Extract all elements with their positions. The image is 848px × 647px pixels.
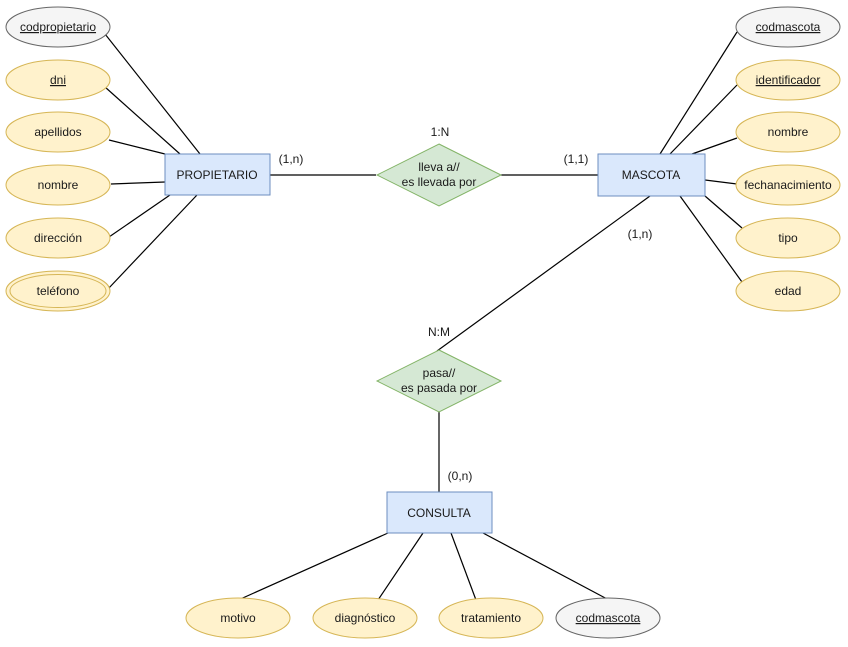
entity-mascota: MASCOTA [597,153,706,197]
attr-telefono-multivalued: teléfono [5,270,111,312]
svg-text:tipo: tipo [778,231,798,245]
svg-text:edad: edad [775,284,802,298]
ratio-pasa: N:M [428,325,450,339]
svg-text:PROPIETARIO: PROPIETARIO [176,168,257,182]
attr-tratamiento: tratamiento [438,597,544,639]
svg-text:codmascota: codmascota [576,611,641,625]
svg-text:lleva a//: lleva a// [418,160,460,174]
attr-direccion: dirección [5,217,111,259]
ratio-lleva: 1:N [431,125,450,139]
attr-codmascota-consulta: codmascota [555,597,661,639]
attr-codpropietario: codpropietario [5,6,111,48]
svg-text:dni: dni [50,73,66,87]
cardinality-mascota-pasa: (1,n) [628,227,653,241]
attr-tipo: tipo [735,217,841,259]
svg-text:dirección: dirección [34,231,82,245]
relationship-pasa: pasa// es pasada por [375,349,503,413]
svg-text:codmascota: codmascota [756,20,821,34]
attr-nombre-mascota: nombre [735,111,841,153]
svg-text:identificador: identificador [756,73,821,87]
svg-text:diagnóstico: diagnóstico [335,611,396,625]
svg-text:nombre: nombre [38,178,79,192]
attr-motivo: motivo [185,597,291,639]
cardinality-consulta: (0,n) [448,469,473,483]
attr-apellidos: apellidos [5,111,111,153]
svg-text:MASCOTA: MASCOTA [622,168,680,182]
svg-text:codpropietario: codpropietario [20,20,96,34]
svg-text:motivo: motivo [220,611,256,625]
attr-edad: edad [735,270,841,312]
cardinality-propietario: (1,n) [279,152,304,166]
attr-identificador: identificador [735,59,841,101]
relationship-lleva: lleva a// es llevada por [375,143,503,207]
cardinality-mascota-lleva: (1,1) [564,152,589,166]
attr-fechanacimiento: fechanacimiento [735,164,841,206]
attr-codmascota-mascota: codmascota [735,6,841,48]
entity-propietario: PROPIETARIO [164,153,271,196]
attr-dni: dni [5,59,111,101]
svg-text:nombre: nombre [768,125,809,139]
svg-text:pasa//: pasa// [423,366,456,380]
svg-text:fechanacimiento: fechanacimiento [744,178,832,192]
attr-nombre-propietario: nombre [5,164,111,206]
connector-lines [104,31,743,602]
entity-consulta: CONSULTA [386,491,493,534]
svg-text:teléfono: teléfono [37,284,80,298]
attr-diagnostico: diagnóstico [312,597,418,639]
svg-text:es pasada por: es pasada por [401,381,477,395]
svg-text:apellidos: apellidos [34,125,81,139]
svg-text:tratamiento: tratamiento [461,611,521,625]
svg-text:es llevada por: es llevada por [402,175,477,189]
svg-text:CONSULTA: CONSULTA [407,506,471,520]
